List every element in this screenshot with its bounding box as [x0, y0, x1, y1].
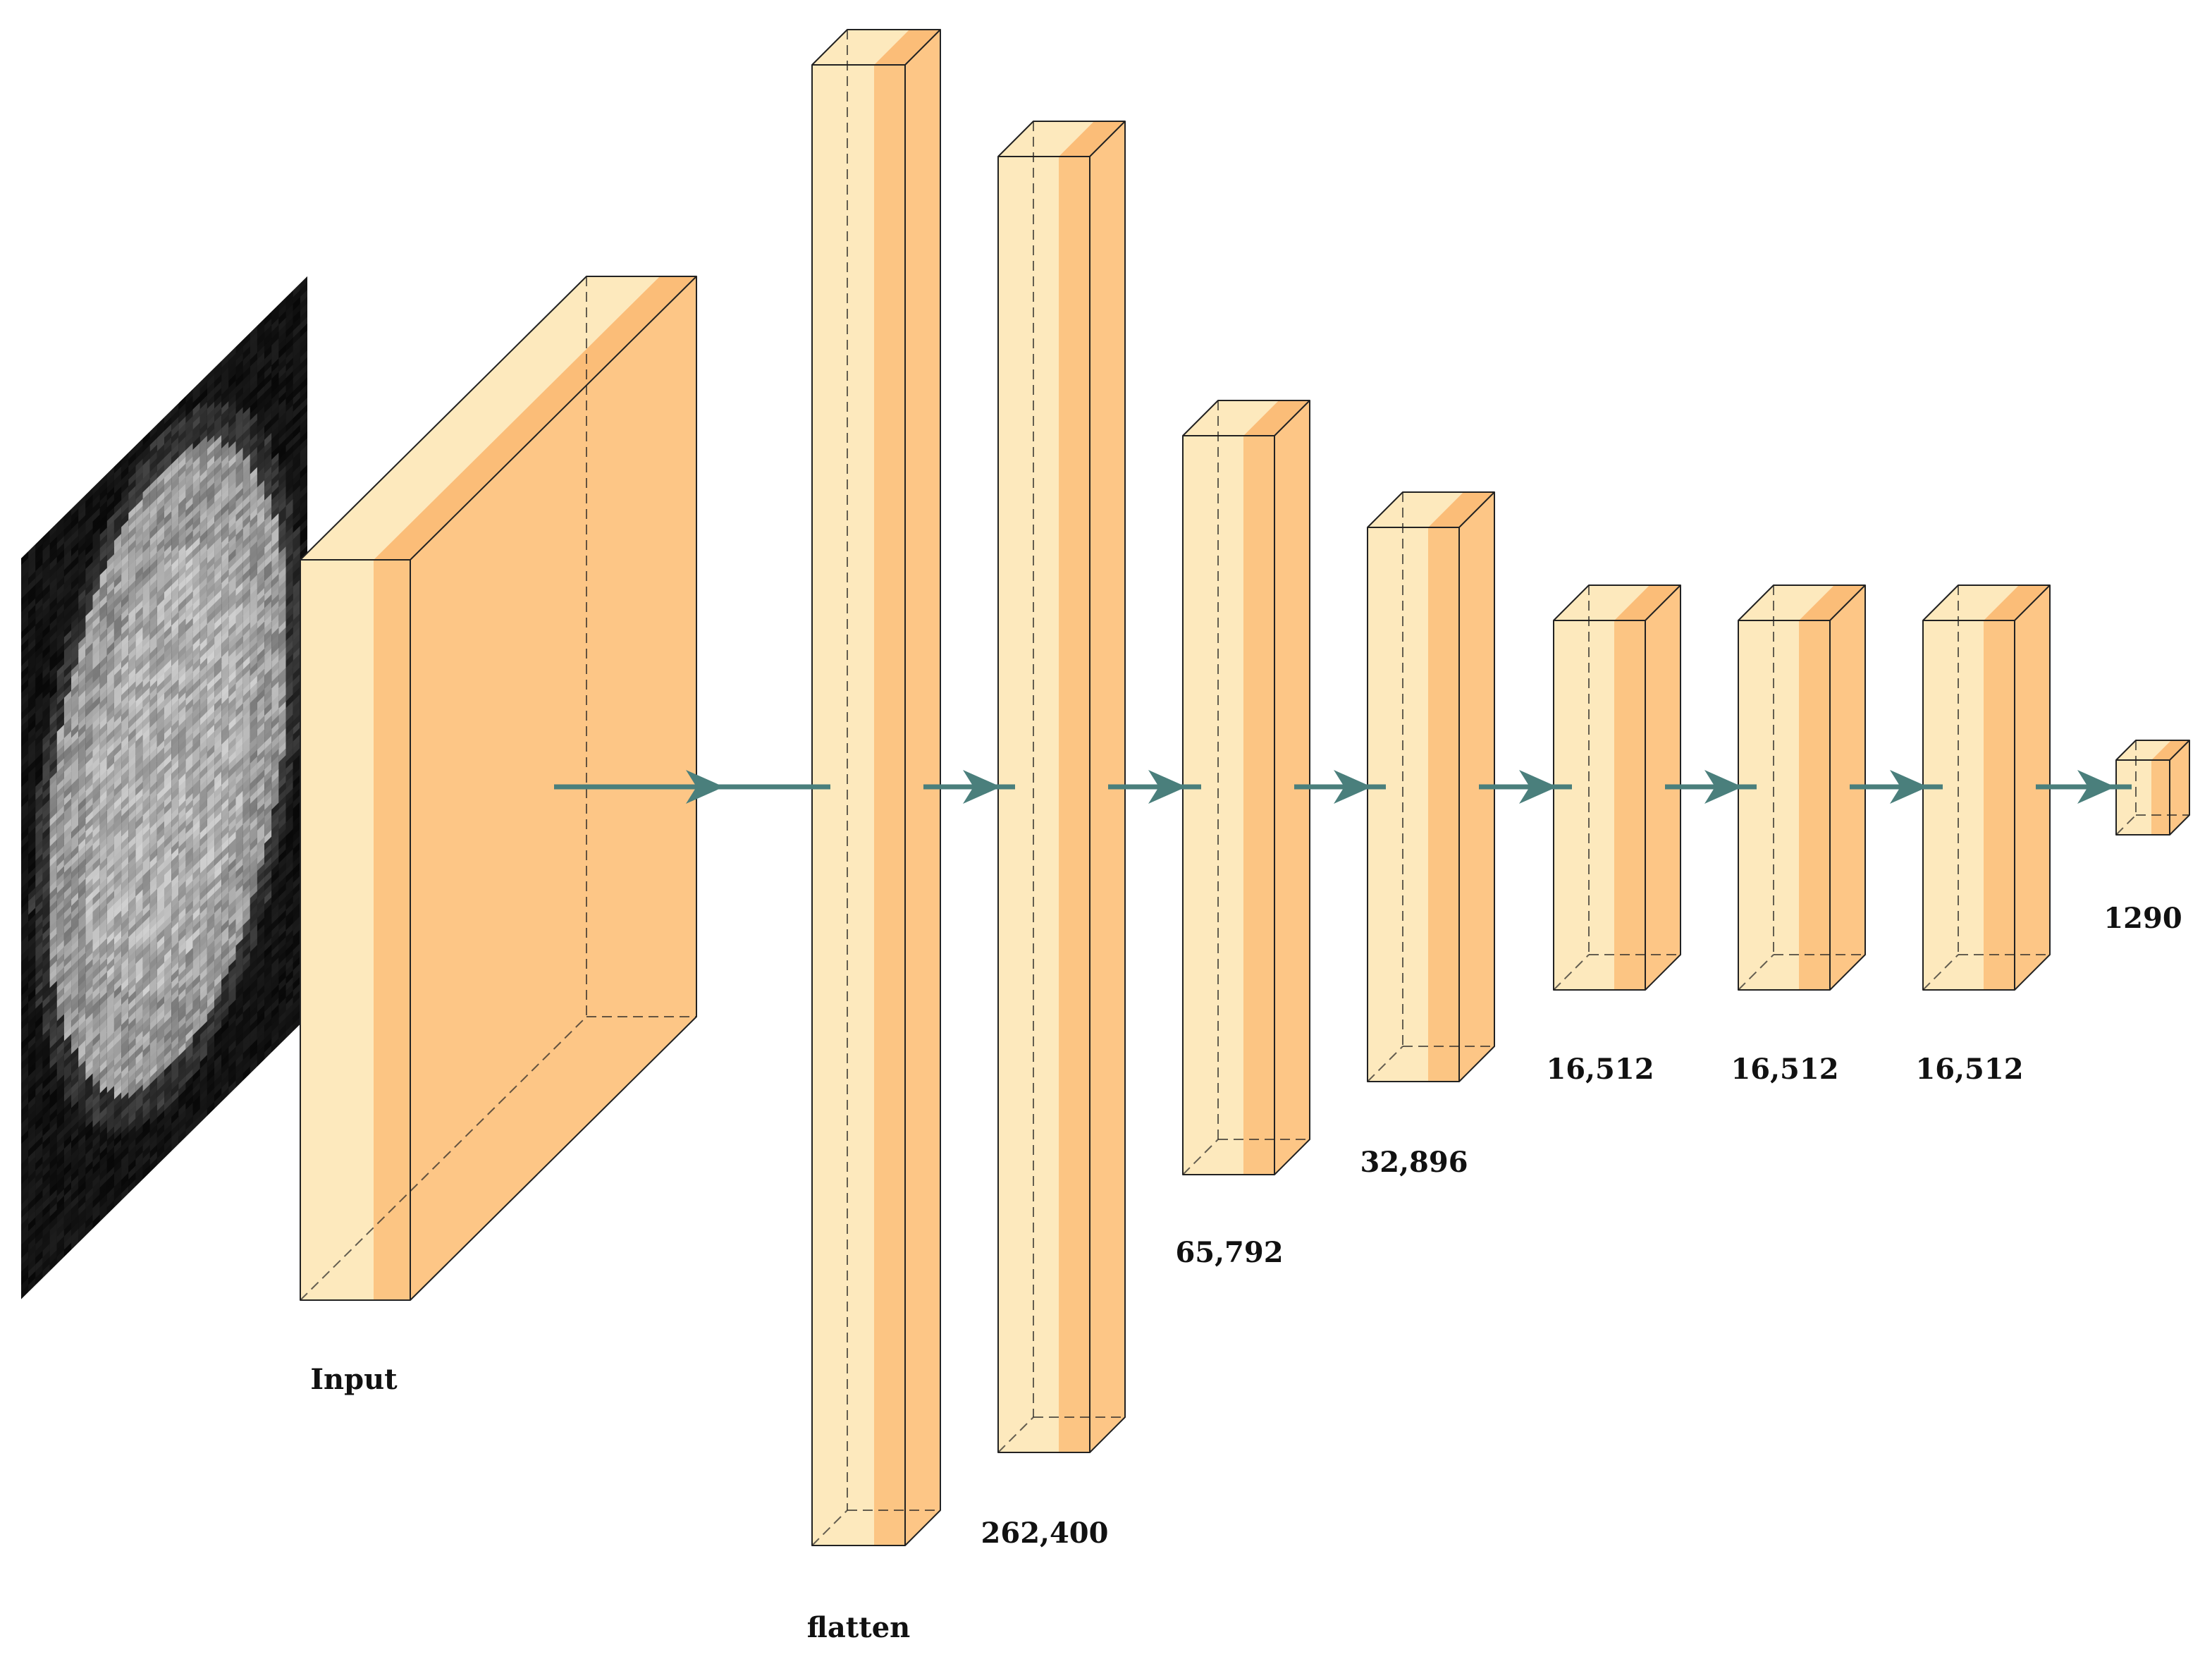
- block-flatten-hidden-diagonal: [811, 1510, 848, 1546]
- block-dense2-side: [1274, 400, 1310, 1175]
- block-dense2-side-edge: [1274, 400, 1310, 1175]
- block-dense3-top-edge: [1367, 491, 1495, 528]
- block-output-hidden-diagonal: [2115, 814, 2137, 836]
- block-input-top-edge: [300, 276, 697, 561]
- block-dense6-front-band: [1984, 620, 2015, 990]
- block-output-top-edge: [2115, 740, 2190, 761]
- block-output-top-band: [2151, 740, 2189, 760]
- input-image: [21, 276, 307, 1299]
- block-dense6-side-edge: [2014, 585, 2051, 991]
- block-dense2-front-band: [1243, 436, 1274, 1175]
- block-dense1-top-edge: [997, 121, 1126, 157]
- block-dense4-side: [1645, 585, 1680, 990]
- block-dense3-front-light: [1368, 527, 1428, 1082]
- block-dense6-top-light: [1923, 585, 2019, 620]
- block-flatten-top-band: [874, 30, 940, 65]
- block-dense4-side-edge: [1645, 585, 1681, 991]
- output-label: 1290: [2103, 902, 2182, 935]
- block-dense3-hidden-diagonal: [1367, 1046, 1403, 1082]
- block-dense5-hidden-diagonal: [1738, 954, 1774, 991]
- block-dense1-front-band: [1059, 157, 1090, 1452]
- block-input-top-band: [374, 276, 696, 560]
- block-dense4-front-band: [1614, 620, 1645, 990]
- block-flatten-side-edge: [904, 30, 941, 1546]
- block-flatten-top-light: [812, 30, 909, 65]
- block-dense2-top-light: [1183, 400, 1279, 436]
- block-dense5-front-band: [1799, 620, 1830, 990]
- block-output-side: [2170, 740, 2189, 835]
- block-flatten-front-light: [812, 65, 874, 1545]
- block-dense5-top-light: [1738, 585, 1834, 620]
- block-dense6-top-band: [1984, 585, 2050, 620]
- block-dense2-front-light: [1183, 436, 1243, 1175]
- block-dense1-top-band: [1059, 121, 1125, 157]
- block-output-front-band: [2151, 760, 2170, 835]
- block-dense2-hidden-diagonal: [1182, 1139, 1219, 1175]
- block-input-front-band: [374, 560, 410, 1300]
- dense4-label: 16,512: [1546, 1053, 1654, 1086]
- block-dense2-top-edge: [1182, 400, 1310, 436]
- block-dense1: [997, 121, 1126, 1453]
- block-dense6-hidden-diagonal: [1922, 954, 1959, 991]
- block-input-front-light: [300, 560, 374, 1300]
- block-output-front-light: [2116, 760, 2151, 835]
- block-dense5: [1738, 584, 1866, 991]
- block-dense6-top-edge: [1922, 584, 2051, 621]
- block-output-side-edge: [2169, 740, 2190, 836]
- block-input-top-light: [300, 276, 660, 560]
- block-dense3-top-light: [1368, 492, 1463, 527]
- block-dense4-top-light: [1554, 585, 1649, 620]
- block-input-hidden-diagonal: [300, 1016, 587, 1301]
- block-dense3: [1367, 491, 1495, 1082]
- block-dense6-front-light: [1923, 620, 1984, 990]
- block-dense5-side: [1830, 585, 1865, 990]
- block-dense2-top-band: [1243, 400, 1310, 436]
- block-input-side: [410, 276, 696, 1300]
- block-output: [2115, 740, 2190, 836]
- block-dense1-side: [1090, 121, 1125, 1452]
- block-dense1-top-light: [998, 121, 1094, 157]
- dense3-label: 32,896: [1360, 1146, 1468, 1179]
- block-dense3-front-band: [1428, 527, 1459, 1082]
- block-dense3-side: [1459, 492, 1494, 1082]
- block-dense5-side-edge: [1829, 585, 1866, 991]
- block-flatten-side: [905, 30, 940, 1545]
- block-input: [300, 276, 697, 1301]
- block-flatten-top-edge: [811, 29, 941, 66]
- block-dense3-side-edge: [1458, 492, 1495, 1082]
- block-dense5-top-edge: [1738, 584, 1866, 621]
- block-dense4-front-light: [1554, 620, 1614, 990]
- layer-blocks: [300, 29, 2190, 1546]
- input-image-pixels: [21, 276, 307, 1299]
- block-dense5-front-light: [1738, 620, 1799, 990]
- block-flatten: [811, 29, 941, 1546]
- block-dense6: [1922, 584, 2051, 991]
- block-dense1-hidden-diagonal: [997, 1416, 1034, 1453]
- block-dense4-top-edge: [1553, 584, 1681, 621]
- block-dense6-side: [2015, 585, 2050, 990]
- dense6-label: 16,512: [1915, 1053, 2023, 1086]
- block-dense5-top-band: [1799, 585, 1865, 620]
- block-input-side-edge: [410, 276, 697, 1301]
- block-dense2: [1182, 400, 1310, 1175]
- dense5-label: 16,512: [1731, 1053, 1838, 1086]
- block-dense1-front-light: [998, 157, 1059, 1452]
- block-dense1-side-edge: [1089, 121, 1126, 1453]
- block-dense3-top-band: [1428, 492, 1494, 527]
- block-dense4: [1553, 584, 1681, 991]
- dense1-label: 262,400: [981, 1517, 1109, 1550]
- block-flatten-front-band: [874, 65, 905, 1545]
- block-dense4-hidden-diagonal: [1553, 954, 1590, 991]
- dense2-label: 65,792: [1175, 1236, 1283, 1269]
- block-dense4-top-band: [1614, 585, 1680, 620]
- block-output-top-light: [2116, 740, 2171, 760]
- flatten-label: flatten: [807, 1611, 910, 1644]
- input-label: Input: [310, 1363, 398, 1396]
